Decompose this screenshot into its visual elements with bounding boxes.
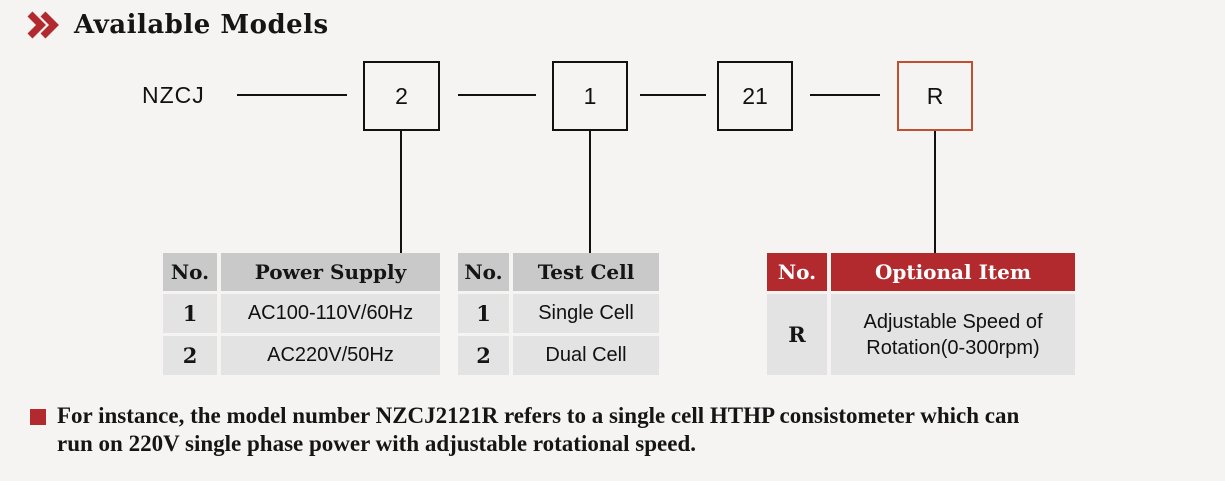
- optional-item-table: No. Optional Item R Adjustable Speed of …: [767, 253, 1075, 375]
- connector-line-vertical: [934, 131, 936, 255]
- red-square-bullet-icon: [30, 409, 46, 425]
- table-cell-no: 2: [163, 336, 217, 375]
- example-note-line1: For instance, the model number NZCJ2121R…: [57, 403, 1020, 428]
- column-header-test-cell: Test Cell: [513, 253, 659, 291]
- test-cell-table: No. Test Cell 1 Single Cell 2 Dual Cell: [458, 253, 659, 375]
- column-header-no: No.: [458, 253, 509, 291]
- table-cell-no: 1: [163, 294, 217, 333]
- connector-line: [810, 94, 880, 96]
- connector-line: [458, 94, 536, 96]
- power-supply-table: No. Power Supply 1 AC100-110V/60Hz 2 AC2…: [163, 253, 440, 375]
- table-cell-value: AC100-110V/60Hz: [221, 294, 440, 333]
- table-cell-value: Dual Cell: [513, 336, 659, 375]
- model-code-box-test-cell: 1: [552, 61, 628, 131]
- model-prefix-label: NZCJ: [142, 82, 205, 108]
- example-note-line2: run on 220V single phase power with adju…: [57, 431, 696, 456]
- table-cell-no: R: [767, 294, 827, 375]
- column-header-no: No.: [163, 253, 217, 291]
- connector-line: [237, 94, 347, 96]
- connector-line-vertical: [589, 131, 591, 255]
- section-header: Available Models: [26, 10, 329, 40]
- column-header-optional-item: Optional Item: [831, 253, 1075, 291]
- table-cell-value: AC220V/50Hz: [221, 336, 440, 375]
- model-code-box-power-supply: 2: [363, 61, 440, 131]
- connector-line: [640, 94, 706, 96]
- column-header-no: No.: [767, 253, 827, 291]
- model-code-box-optional: R: [897, 61, 973, 131]
- table-cell-no: 2: [458, 336, 509, 375]
- table-cell-value: Adjustable Speed of Rotation(0-300rpm): [831, 294, 1075, 375]
- model-code-box-series: 21: [717, 61, 793, 131]
- example-note: For instance, the model number NZCJ2121R…: [57, 402, 1197, 458]
- connector-line-vertical: [400, 131, 402, 255]
- table-cell-no: 1: [458, 294, 509, 333]
- page-title: Available Models: [74, 10, 329, 40]
- double-chevron-right-icon: [27, 11, 59, 39]
- table-cell-value: Single Cell: [513, 294, 659, 333]
- column-header-power-supply: Power Supply: [221, 253, 440, 291]
